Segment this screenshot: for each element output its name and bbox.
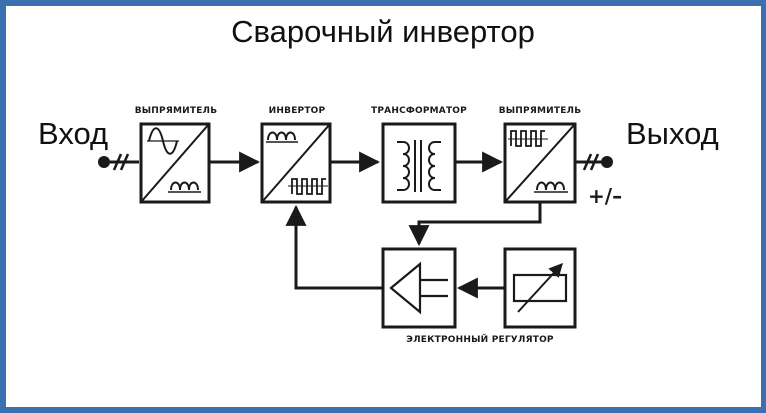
arrow-output-to-comparator (408, 202, 542, 247)
variable-resistor-icon (512, 262, 568, 313)
dc-coil-icon (534, 181, 568, 193)
arrow-comparator-to-inverter (285, 204, 383, 290)
polarity-label: +/– (588, 184, 622, 208)
rectifier-out-block (503, 122, 577, 204)
inverter-block (260, 122, 332, 204)
output-label: Выход (626, 116, 719, 151)
regulator-block (503, 247, 577, 329)
input-label: Вход (38, 116, 109, 151)
transformer-label: ТРАНСФОРМАТОР (371, 106, 467, 116)
rectifier-out-label: ВЫПРЯМИТЕЛЬ (499, 106, 582, 116)
rectifier-in-block (139, 122, 211, 204)
square-wave-icon (288, 178, 328, 195)
dc-coil-icon (168, 181, 201, 193)
diagram-title: Сварочный инвертор (231, 14, 535, 49)
transformer-block (381, 122, 457, 204)
inverter-label: ИНВЕРТОР (269, 106, 326, 116)
output-terminal (575, 153, 613, 171)
square-wave-icon (508, 130, 548, 147)
input-terminal (98, 153, 139, 171)
ac-wave-icon (147, 127, 179, 155)
dc-coil-icon (266, 131, 298, 143)
comparator-block (381, 247, 457, 329)
transformer-icon (397, 140, 441, 192)
rectifier-in-label: ВЫПРЯМИТЕЛЬ (135, 106, 218, 116)
amplifier-icon (389, 261, 448, 315)
regulator-label: ЭЛЕКТРОННЫЙ РЕГУЛЯТОР (406, 333, 554, 345)
